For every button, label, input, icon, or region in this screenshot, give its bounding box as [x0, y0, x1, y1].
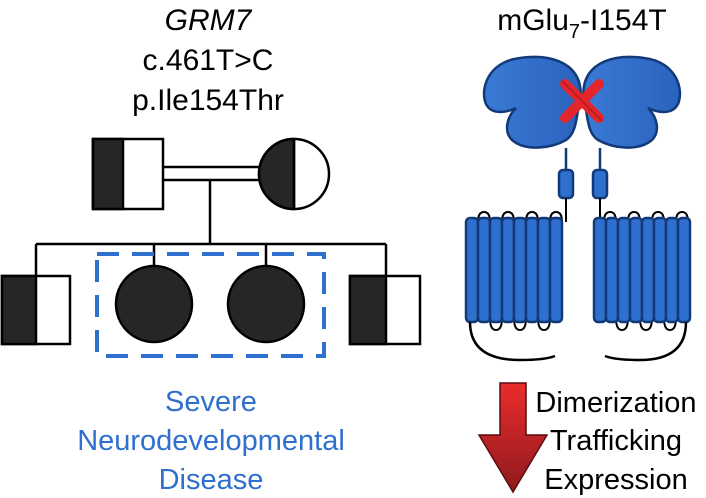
tm-bundle-right — [592, 210, 692, 362]
gene-name: GRM7 — [165, 4, 253, 37]
crd-left — [557, 168, 575, 200]
crd-right — [591, 168, 609, 200]
tm-bundle-left — [464, 210, 564, 362]
phenotype-line-3: Disease — [159, 464, 264, 496]
affected-child-2 — [226, 264, 306, 344]
effect-dimerization: Dimerization — [535, 387, 696, 419]
phenotype-line-1: Severe — [165, 386, 257, 418]
receptor-label: mGlu7-I154T — [497, 4, 667, 43]
receptor-subscript: 7 — [569, 21, 580, 43]
affected-child-1 — [114, 264, 194, 344]
child-carrier-male-2 — [348, 274, 422, 346]
child-carrier-male-1 — [0, 274, 72, 346]
cdna-change: c.461T>C — [143, 44, 274, 77]
father-symbol — [91, 137, 165, 211]
mutation-x-outline — [561, 80, 603, 122]
pedigree — [0, 137, 422, 346]
vft-left-lobe — [482, 55, 582, 149]
receptor-dimer — [482, 55, 682, 222]
affected-highlight-box — [95, 252, 326, 358]
protein-change: p.Ile154Thr — [132, 84, 284, 117]
phenotype-line-2: Neurodevelopmental — [77, 425, 345, 457]
receptor-prefix: mGlu — [497, 4, 569, 37]
receptor-suffix: -I154T — [580, 4, 667, 37]
vft-right-lobe — [582, 55, 682, 149]
down-arrow-icon — [477, 382, 549, 494]
effect-expression: Expression — [544, 464, 687, 496]
mother-symbol — [257, 137, 331, 211]
effect-trafficking: Trafficking — [550, 425, 682, 457]
